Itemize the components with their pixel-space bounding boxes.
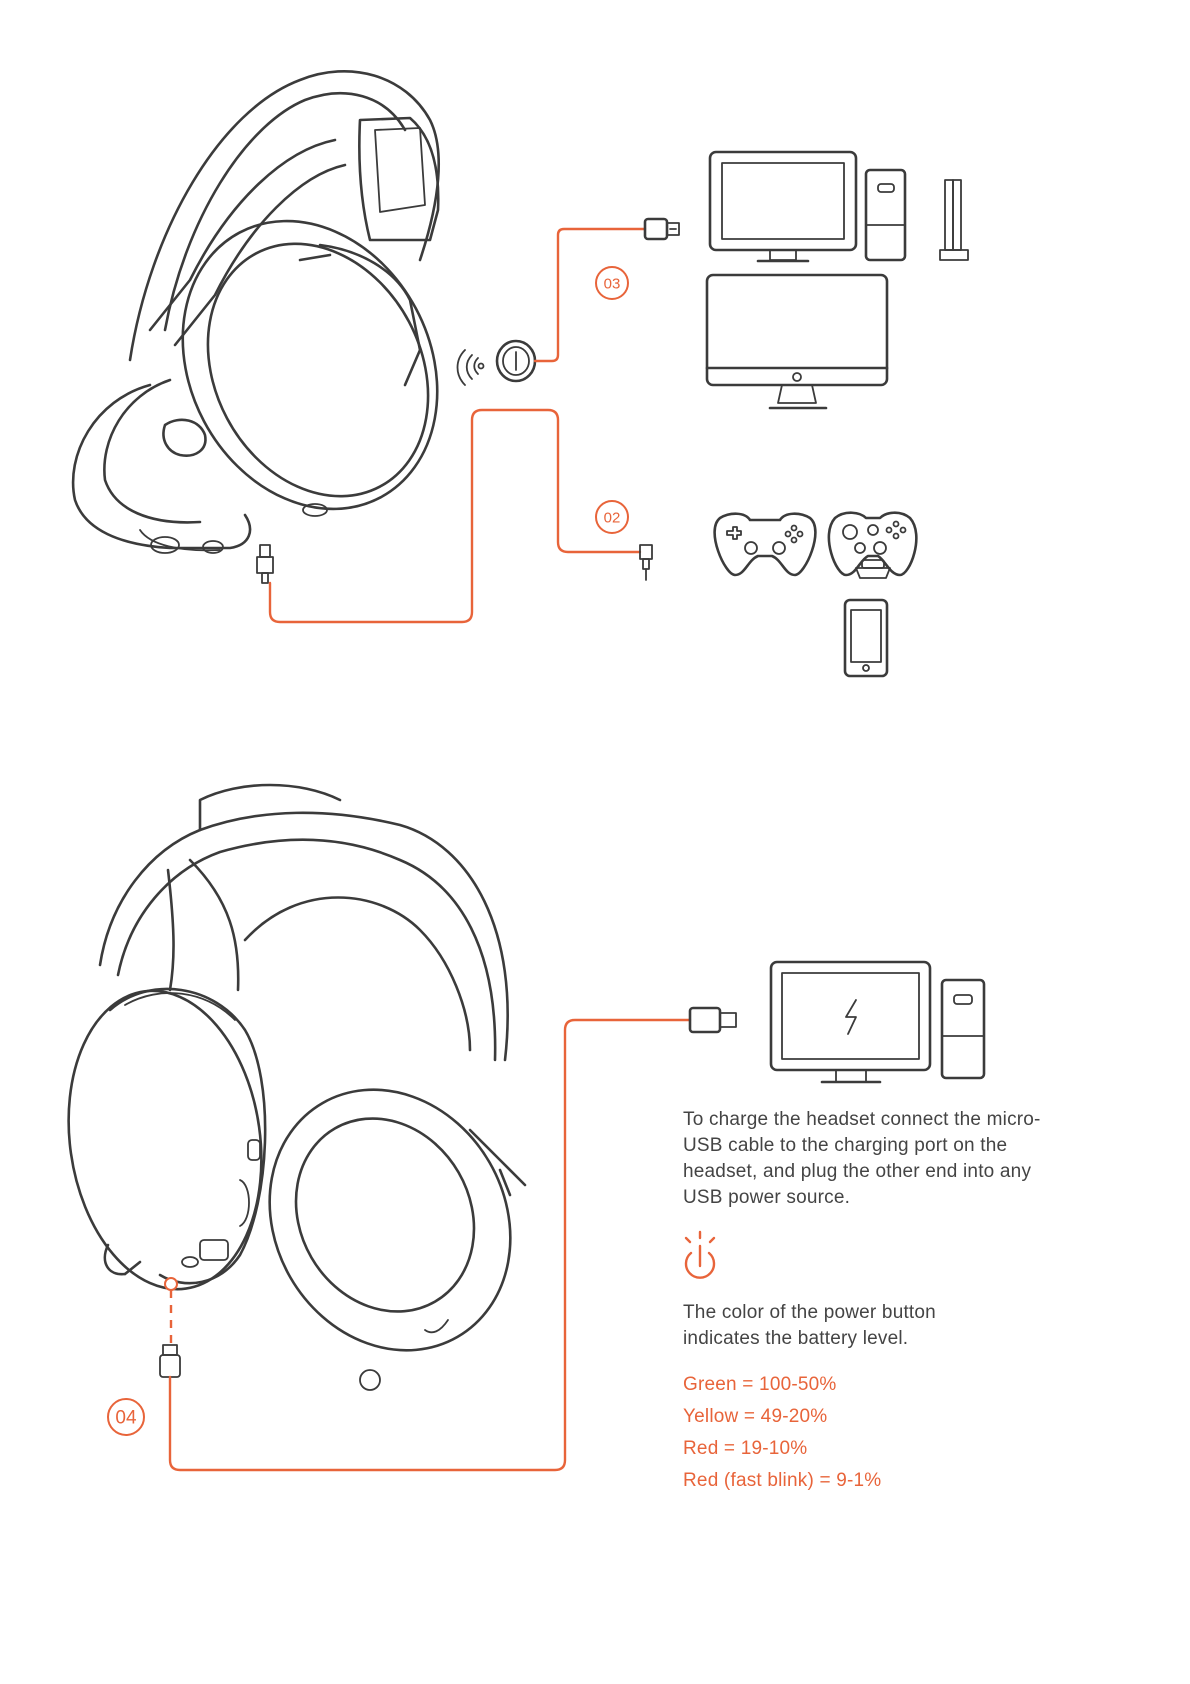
charging-instruction: To charge the headset connect the micro-… — [683, 1107, 1063, 1211]
step-04-label: 04 — [115, 1408, 137, 1429]
usb-dongle-top — [645, 219, 679, 239]
imac-icon — [707, 275, 887, 408]
pc-tower-icon — [866, 170, 905, 260]
step-03-marker: 03 — [596, 267, 628, 299]
pc-monitor-icon — [710, 152, 856, 261]
wire-04 — [170, 1020, 690, 1470]
battery-level-green: Green = 100-50% — [683, 1369, 881, 1401]
battery-level-red: Red = 19-10% — [683, 1433, 881, 1465]
step-03-label: 03 — [604, 276, 621, 293]
wire-02 — [270, 410, 640, 622]
battery-level-list: Green = 100-50% Yellow = 49-20% Red = 19… — [683, 1369, 881, 1497]
battery-level-yellow: Yellow = 49-20% — [683, 1401, 881, 1433]
wireless-transmitter — [458, 341, 536, 385]
charging-tower-icon — [942, 980, 984, 1078]
headset-side-view — [73, 71, 486, 583]
power-button-note: The color of the power button indicates … — [683, 1300, 1003, 1352]
headset-front-view — [50, 785, 557, 1394]
micro-usb-plug — [160, 1345, 180, 1377]
battery-level-red-fast-blink: Red (fast blink) = 9-1% — [683, 1465, 881, 1497]
step-04-marker: 04 — [108, 1399, 144, 1435]
audio-jack — [640, 545, 652, 580]
step-02-marker: 02 — [596, 501, 628, 533]
wire-03 — [535, 229, 645, 361]
power-icon — [686, 1232, 714, 1278]
step-02-label: 02 — [604, 510, 621, 527]
console-tower-icon — [940, 180, 968, 260]
xbox-controller-icon — [829, 513, 916, 578]
smartphone-icon — [845, 600, 887, 676]
charging-monitor-icon — [771, 962, 930, 1082]
usb-plug-bottom — [690, 1008, 736, 1032]
ps-controller-icon — [715, 514, 816, 575]
